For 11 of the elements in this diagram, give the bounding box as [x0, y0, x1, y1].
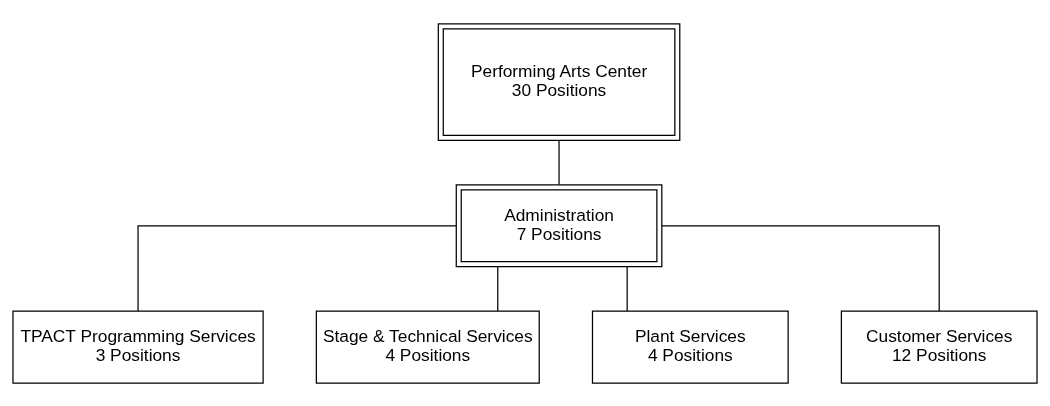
connector — [626, 265, 628, 312]
node-box: Customer Services 12 Positions — [840, 310, 1038, 384]
node-box: Performing Arts Center 30 Positions — [437, 22, 681, 141]
node-box: Plant Services 4 Positions — [591, 310, 789, 384]
node-box: Stage & Technical Services 4 Positions — [315, 310, 540, 384]
connector — [497, 265, 499, 312]
connector — [558, 139, 560, 185]
connector — [137, 224, 457, 312]
node-box: TPACT Programming Services 3 Positions — [12, 310, 264, 384]
connector — [661, 224, 940, 312]
node-box: Administration 7 Positions — [455, 183, 663, 267]
